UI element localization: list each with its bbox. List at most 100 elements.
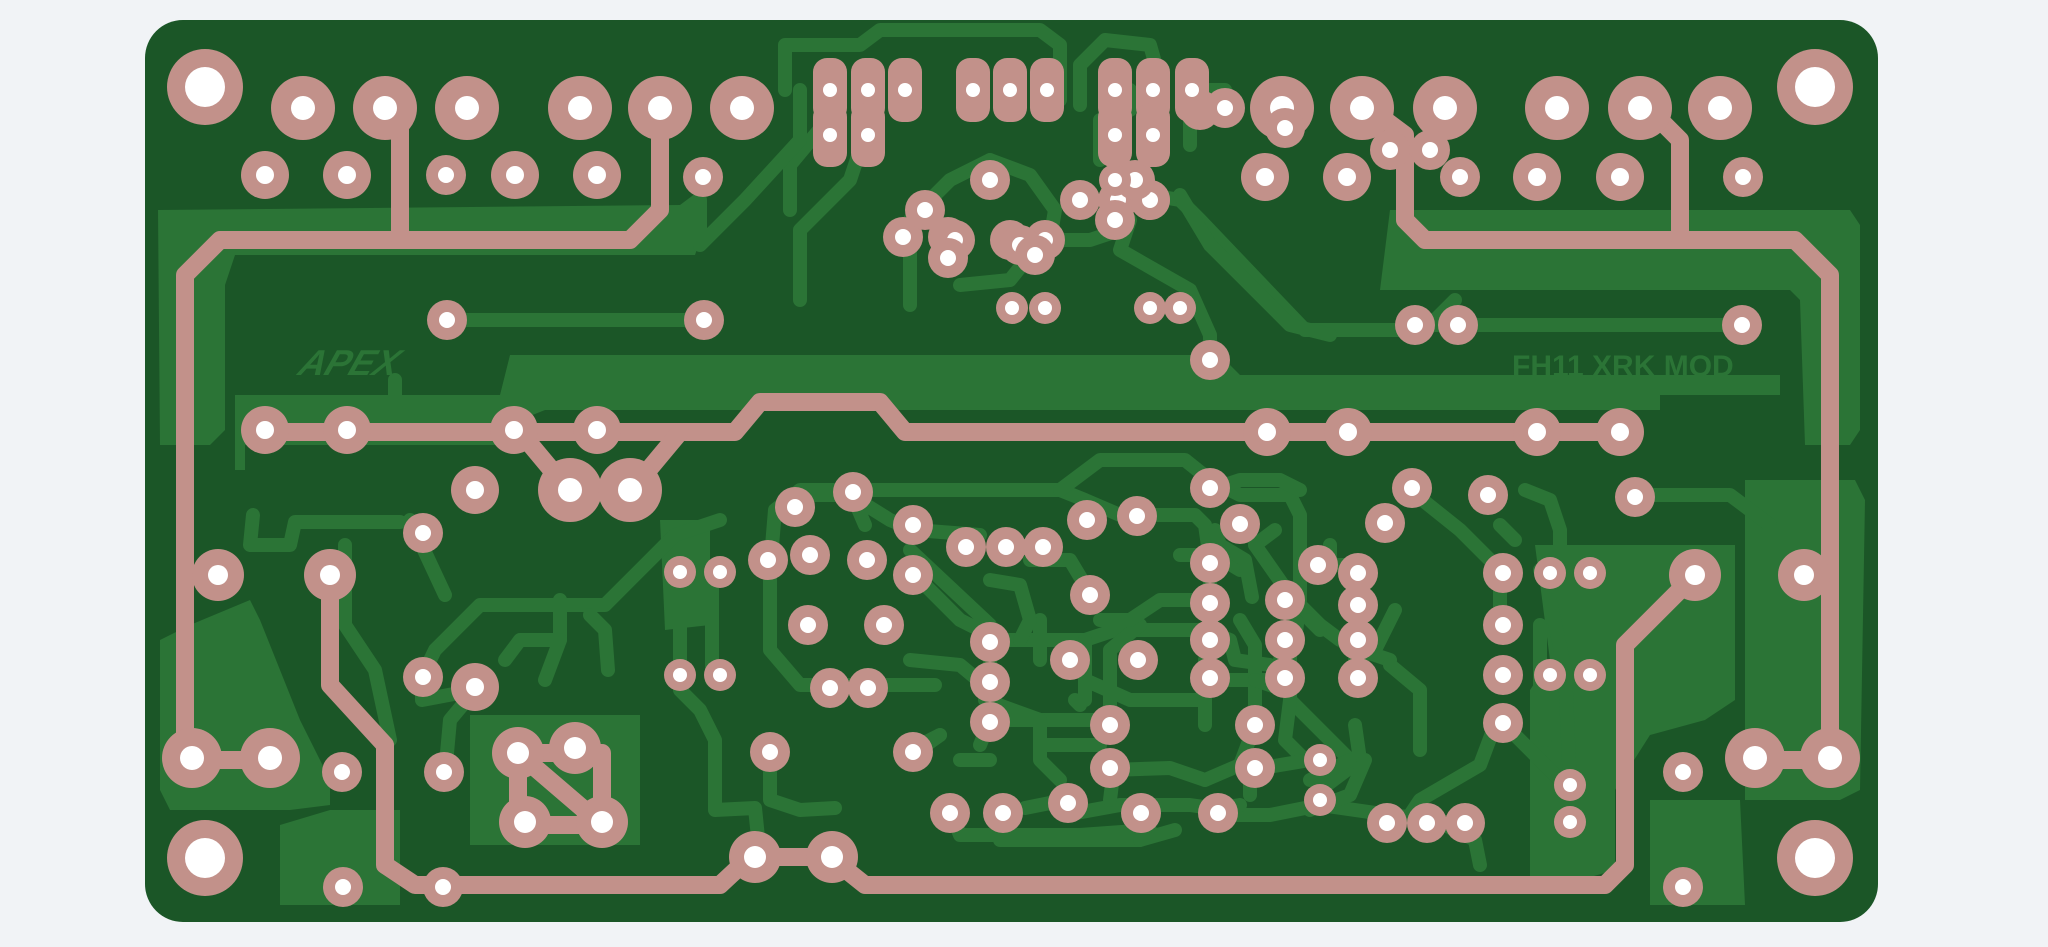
drill-hole xyxy=(1146,128,1160,142)
drill-hole xyxy=(1422,142,1438,158)
drill-hole xyxy=(695,169,711,185)
drill-hole xyxy=(558,478,582,502)
drill-hole xyxy=(438,167,454,183)
drill-hole xyxy=(1277,592,1293,608)
drill-hole xyxy=(618,478,642,502)
drill-hole xyxy=(291,96,315,120)
copper-trace xyxy=(391,96,669,249)
drill-hole xyxy=(1350,597,1366,613)
drill-hole xyxy=(1108,83,1122,97)
logo-text: APEX xyxy=(293,342,409,383)
drill-hole xyxy=(1377,515,1393,531)
drill-hole xyxy=(861,83,875,97)
drill-hole xyxy=(1563,815,1577,829)
drill-hole xyxy=(1202,480,1218,496)
drill-hole xyxy=(1027,247,1043,263)
drill-hole xyxy=(1628,96,1652,120)
drill-hole xyxy=(1794,565,1814,585)
drill-hole xyxy=(1003,83,1017,97)
signal-trace xyxy=(1303,613,1327,637)
drill-hole xyxy=(1433,96,1457,120)
drill-hole xyxy=(982,714,998,730)
drill-hole xyxy=(466,678,484,696)
drill-hole xyxy=(823,128,837,142)
copper-trace xyxy=(176,96,409,769)
drill-hole xyxy=(648,96,672,120)
drill-hole xyxy=(1130,652,1146,668)
signal-trace xyxy=(1248,538,1347,647)
signal-trace xyxy=(778,23,1067,107)
drill-hole xyxy=(1339,423,1357,441)
drill-hole xyxy=(1795,838,1835,878)
drill-hole xyxy=(1675,879,1691,895)
drill-hole xyxy=(1735,169,1751,185)
drill-hole xyxy=(821,846,843,868)
drill-hole xyxy=(1060,795,1076,811)
signal-trace xyxy=(1493,518,1522,547)
drill-hole xyxy=(1350,632,1366,648)
drill-hole xyxy=(1247,760,1263,776)
drill-hole xyxy=(185,838,225,878)
drill-hole xyxy=(1627,489,1643,505)
drill-hole xyxy=(998,539,1014,555)
drill-hole xyxy=(1202,555,1218,571)
drill-hole xyxy=(1247,717,1263,733)
drill-hole xyxy=(335,879,351,895)
drill-hole xyxy=(1563,778,1577,792)
signal-trace xyxy=(1073,33,1167,112)
drill-hole xyxy=(995,805,1011,821)
drill-hole xyxy=(564,737,586,759)
drill-hole xyxy=(334,764,350,780)
signal-trace xyxy=(1208,523,1259,604)
drill-hole xyxy=(588,166,606,184)
drill-hole xyxy=(373,96,397,120)
drill-hole xyxy=(1079,512,1095,528)
drill-hole xyxy=(1038,301,1052,315)
drill-hole xyxy=(256,166,274,184)
copper-pour-region xyxy=(1380,210,1860,445)
drill-hole xyxy=(1528,423,1546,441)
drill-hole xyxy=(940,250,956,266)
drill-hole xyxy=(1545,96,1569,120)
drill-hole xyxy=(905,744,921,760)
drill-hole xyxy=(762,744,778,760)
drill-hole xyxy=(256,421,274,439)
drill-hole xyxy=(1495,715,1511,731)
drill-hole xyxy=(1495,565,1511,581)
drill-hole xyxy=(1035,539,1051,555)
drill-hole xyxy=(1202,632,1218,648)
drill-hole xyxy=(1005,301,1019,315)
drill-hole xyxy=(1611,423,1629,441)
drill-hole xyxy=(1543,668,1557,682)
drill-hole xyxy=(982,674,998,690)
drill-hole xyxy=(800,617,816,633)
drill-hole xyxy=(895,229,911,245)
signal-trace xyxy=(415,513,727,684)
drill-hole xyxy=(1256,168,1274,186)
drill-hole xyxy=(982,172,998,188)
drill-hole xyxy=(1102,760,1118,776)
drill-hole xyxy=(1129,508,1145,524)
drill-hole xyxy=(1495,667,1511,683)
drill-hole xyxy=(1543,566,1557,580)
drill-hole xyxy=(845,484,861,500)
pad-layer xyxy=(162,49,1860,907)
drill-hole xyxy=(1277,670,1293,686)
drill-hole xyxy=(568,96,592,120)
drill-hole xyxy=(1277,120,1293,136)
drill-hole xyxy=(860,680,876,696)
drill-hole xyxy=(876,617,892,633)
drill-hole xyxy=(1818,746,1842,770)
signal-trace xyxy=(1518,483,1567,577)
drill-hole xyxy=(415,669,431,685)
drill-hole xyxy=(958,539,974,555)
signal-trace xyxy=(243,508,407,552)
drill-hole xyxy=(435,879,451,895)
signal-trace xyxy=(983,573,1037,647)
drill-hole xyxy=(760,552,776,568)
drill-hole xyxy=(1350,565,1366,581)
drill-hole xyxy=(1108,128,1122,142)
drill-hole xyxy=(1734,317,1750,333)
drill-hole xyxy=(730,96,754,120)
drill-hole xyxy=(713,565,727,579)
